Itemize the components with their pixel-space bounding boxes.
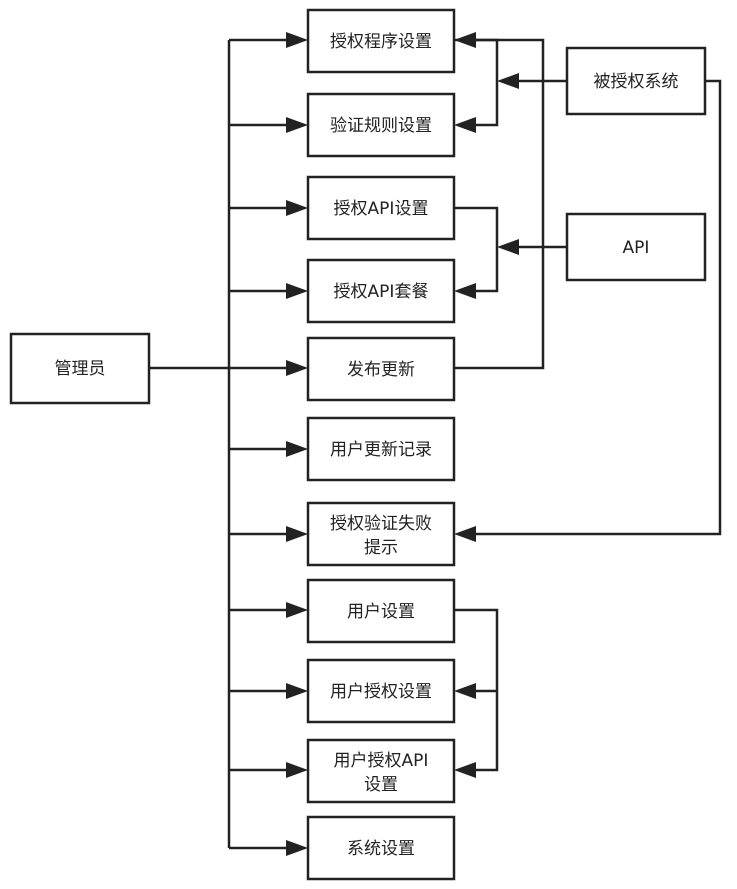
connector-auth-system-bracket	[454, 38, 499, 127]
arrowhead	[286, 117, 308, 133]
node-verify-rule-settings-label: 验证规则设置	[330, 116, 432, 136]
arrowhead	[286, 360, 308, 376]
node-user-auth-api-settings-label-line1: 用户授权API	[334, 751, 429, 771]
node-api-label: API	[623, 238, 650, 258]
arrowhead	[286, 200, 308, 216]
connector-auth-system-fail	[472, 79, 722, 536]
node-user-auth-api-settings: 用户授权API 设置	[306, 738, 456, 804]
arrowhead	[497, 73, 519, 89]
node-authorized-system-label: 被授权系统	[594, 72, 679, 92]
node-user-settings-label: 用户设置	[347, 602, 415, 622]
arrowhead	[454, 762, 476, 778]
node-admin-label: 管理员	[55, 359, 106, 379]
arrowhead	[497, 239, 519, 255]
arrowhead	[286, 283, 308, 299]
arrowhead	[286, 32, 308, 48]
arrowhead	[286, 602, 308, 618]
arrowhead	[454, 526, 476, 542]
node-auth-api-settings-label: 授权API设置	[334, 199, 429, 219]
node-user-auth-settings-label: 用户授权设置	[330, 682, 432, 702]
arrowhead	[286, 683, 308, 699]
node-auth-api-package: 授权API套餐	[306, 258, 456, 324]
node-user-settings: 用户设置	[306, 578, 456, 644]
arrowhead	[454, 283, 476, 299]
node-auth-program-settings: 授权程序设置	[306, 8, 456, 74]
arrowhead	[454, 32, 476, 48]
node-publish-update: 发布更新	[306, 336, 456, 402]
node-admin: 管理员	[9, 332, 151, 405]
node-user-update-log-label: 用户更新记录	[330, 440, 432, 460]
connector-publish-loop	[454, 38, 545, 370]
node-auth-api-settings: 授权API设置	[306, 175, 456, 241]
node-system-settings-label: 系统设置	[347, 839, 415, 859]
node-authorized-system: 被授权系统	[565, 46, 707, 116]
arrowhead	[286, 441, 308, 457]
arrowhead	[454, 117, 476, 133]
node-system-settings: 系统设置	[306, 815, 456, 881]
node-user-auth-api-settings-label-line2: 设置	[364, 775, 398, 795]
node-api: API	[565, 212, 707, 282]
node-user-update-log: 用户更新记录	[306, 416, 456, 482]
node-user-auth-settings: 用户授权设置	[306, 658, 456, 724]
connectors	[149, 38, 722, 850]
node-auth-api-package-label: 授权API套餐	[334, 282, 429, 302]
arrowhead	[286, 840, 308, 856]
arrowhead	[454, 683, 476, 699]
node-auth-fail-notice-label-line2: 提示	[364, 538, 398, 558]
arrowhead	[286, 526, 308, 542]
node-auth-fail-notice: 授权验证失败 提示	[306, 501, 456, 567]
arrowhead	[286, 762, 308, 778]
node-auth-program-settings-label: 授权程序设置	[330, 32, 432, 52]
arrowheads	[286, 32, 519, 856]
node-auth-fail-notice-label-line1: 授权验证失败	[330, 514, 432, 534]
connector-api-bracket	[454, 206, 499, 293]
node-publish-update-label: 发布更新	[347, 360, 415, 380]
node-verify-rule-settings: 验证规则设置	[306, 92, 456, 158]
